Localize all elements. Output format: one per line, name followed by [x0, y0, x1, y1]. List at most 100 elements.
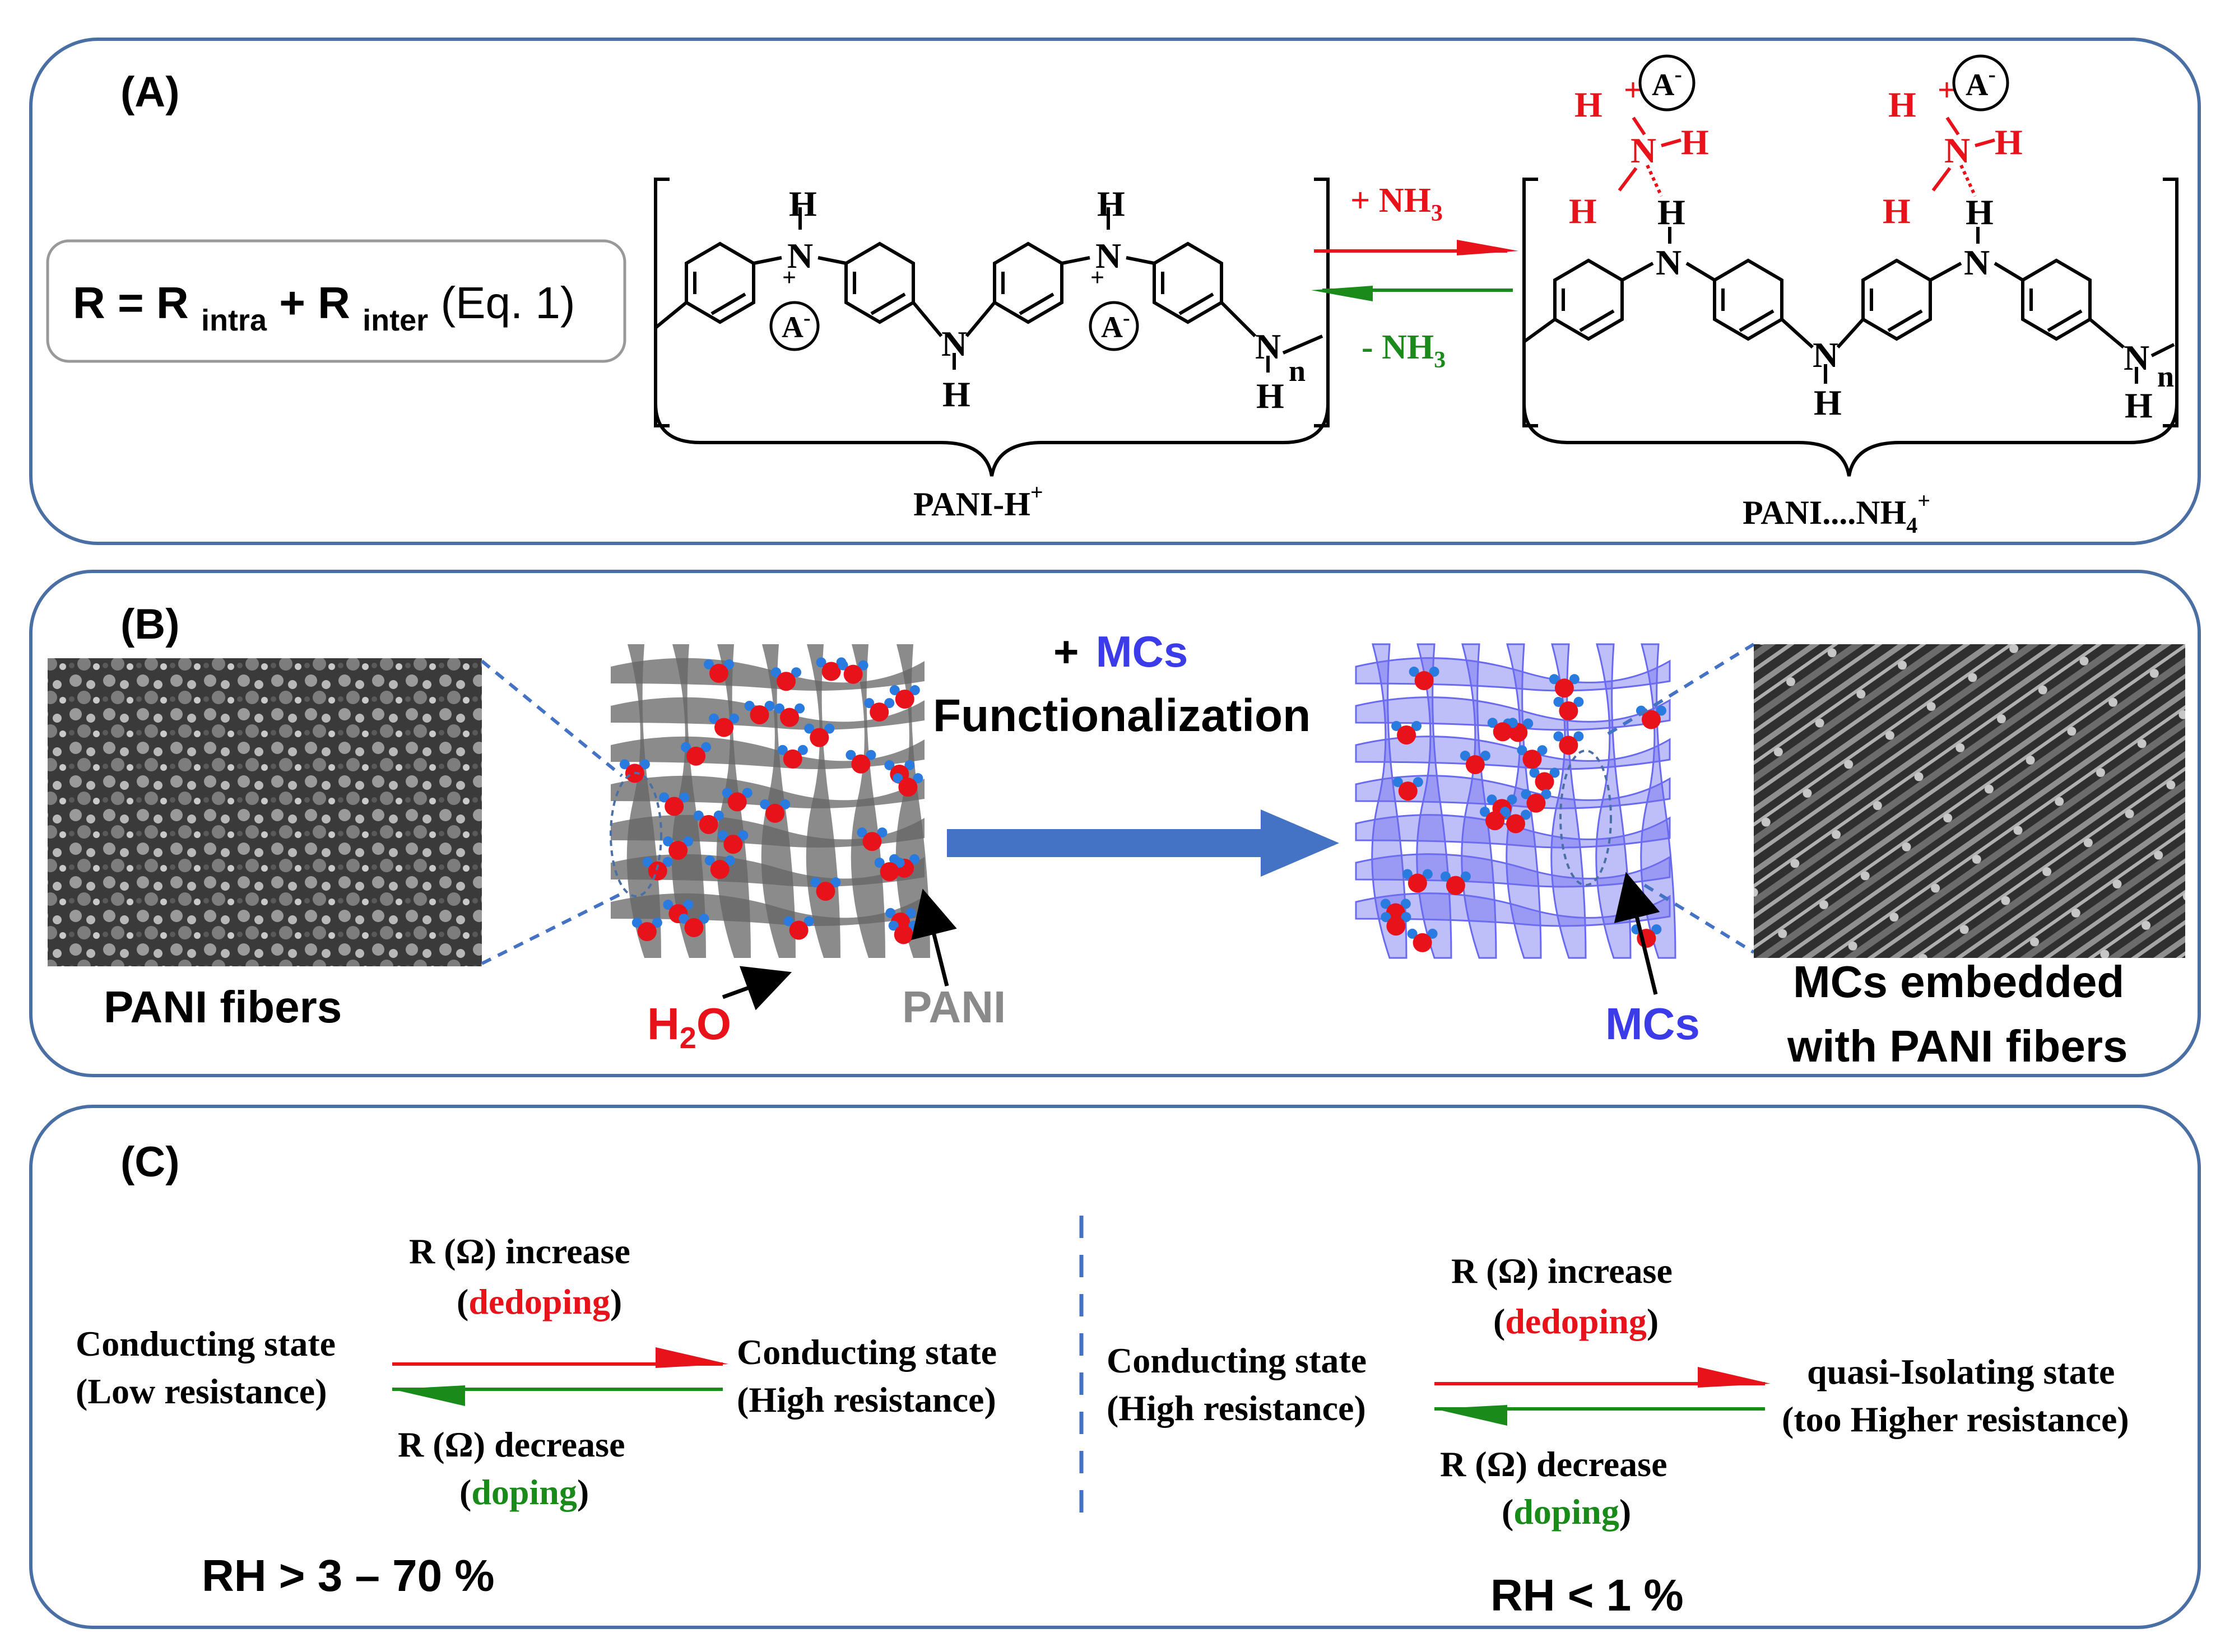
- h2o-molecule-h: [803, 916, 814, 927]
- fiber-strand: [895, 644, 930, 958]
- zoom-lines-right: [1607, 643, 1755, 954]
- left-rh: RH > 3 – 70 %: [202, 1551, 495, 1600]
- h2o-molecule-h: [681, 742, 691, 752]
- h2o-molecule-h: [639, 759, 650, 770]
- svg-text:H: H: [1574, 85, 1602, 124]
- h2o-molecule-h: [1549, 767, 1560, 778]
- h2o-molecule-h: [1392, 777, 1403, 788]
- svg-text:+: +: [1090, 264, 1104, 291]
- h2o-molecule-o: [1559, 701, 1578, 720]
- h2o-molecule-o: [816, 882, 835, 901]
- sem-left-caption: PANI fibers: [104, 982, 342, 1032]
- h2o-molecule-h: [729, 713, 740, 724]
- reaction-arrows: + NH3 - NH3: [1311, 182, 1518, 373]
- right-decrease: R (Ω) decrease: [1440, 1444, 1667, 1484]
- h2o-molecule-h: [693, 810, 704, 821]
- fiber-strand: [1355, 657, 1671, 692]
- mcs-label: MCs: [1605, 999, 1700, 1049]
- h2o-molecule-o: [1413, 933, 1432, 952]
- h2o-molecule-h: [866, 750, 876, 760]
- h2o-molecule-h: [764, 700, 775, 711]
- equilibrium-right: R (Ω) increase (dedoping) Conducting sta…: [1107, 1251, 2129, 1620]
- svg-text:H: H: [1814, 383, 1842, 422]
- svg-text:H: H: [1097, 184, 1125, 224]
- h2o-molecule-o: [727, 792, 747, 812]
- h2o-molecule-h: [631, 918, 642, 928]
- h2o-molecule-h: [888, 920, 899, 931]
- h2o-molecule-h: [1407, 928, 1418, 939]
- right-state2-line1: quasi-Isolating state: [1807, 1352, 2115, 1392]
- h2o-molecule-h: [1480, 807, 1490, 817]
- h2o-molecule-h: [1523, 718, 1534, 729]
- h2o-molecule-o: [765, 803, 785, 823]
- h2o-molecule-h: [771, 667, 782, 678]
- panel-c-label: (C): [120, 1138, 180, 1186]
- right-state1-line1: Conducting state: [1107, 1341, 1367, 1380]
- h2o-molecule-o: [789, 920, 809, 940]
- pani-nh4-atoms: H N N H H N N H n: [1656, 192, 2174, 425]
- zoom-region-left: [610, 772, 662, 897]
- h2o-molecule-h: [738, 830, 749, 841]
- fiber-strand: [851, 644, 885, 958]
- svg-text:(doping): (doping): [459, 1472, 589, 1512]
- h2o-molecule-o: [810, 728, 829, 747]
- h2o-molecule-h: [877, 827, 888, 838]
- h2o-molecule-o: [1493, 722, 1512, 742]
- h2o-molecule-o: [1446, 876, 1465, 895]
- fiber-strand: [1355, 775, 1671, 809]
- svg-text:H: H: [942, 374, 970, 414]
- svg-text:H: H: [1569, 191, 1597, 231]
- panel-a-frame: [29, 38, 2201, 545]
- svg-text:A-: A-: [782, 306, 811, 344]
- left-state1-line1: Conducting state: [76, 1324, 336, 1364]
- svg-text:H: H: [1995, 122, 2023, 162]
- h2o-molecule-h: [777, 744, 788, 755]
- h2o-molecule-h: [704, 855, 715, 866]
- h2o-molecule-o: [710, 860, 730, 879]
- h2o-molecule-h: [1480, 751, 1490, 761]
- svg-text:N: N: [1813, 335, 1838, 375]
- h2o-molecule-h: [838, 660, 848, 671]
- fiber-strand: [761, 644, 796, 958]
- mc-mesh-right: [1355, 643, 1676, 959]
- h2o-molecule-o: [750, 705, 769, 724]
- h2o-molecule-h: [724, 855, 735, 866]
- h2o-molecule-h: [1422, 869, 1433, 879]
- svg-text:N: N: [787, 236, 813, 276]
- h2o-molecule-h: [744, 700, 755, 711]
- zoom-lines-left: [481, 659, 623, 965]
- h2o-molecule-h: [1411, 720, 1422, 731]
- h2o-molecule-h: [1517, 745, 1527, 756]
- svg-text:N: N: [1255, 327, 1281, 366]
- h2o-molecule-o: [1408, 873, 1427, 893]
- forward-reagent: + NH3: [1350, 182, 1443, 226]
- left-arrows: [392, 1347, 728, 1406]
- h2o-molecule-h: [1381, 912, 1391, 923]
- h2o-molecule-h: [846, 750, 856, 760]
- pani-label: PANI: [902, 982, 1006, 1032]
- right-rh: RH < 1 %: [1490, 1570, 1684, 1620]
- h2o-molecule-h: [795, 703, 805, 714]
- h2o-molecule-h: [909, 685, 920, 696]
- h2o-molecule-h: [683, 836, 694, 846]
- h2o-molecule-o: [1526, 793, 1546, 813]
- functionalization-heading: +MCs: [1053, 627, 1188, 676]
- svg-text:n: n: [1289, 354, 1306, 388]
- h2o-molecule-h: [722, 788, 732, 798]
- h2o-molecule-o: [668, 840, 688, 860]
- h2o-molecule-h: [1507, 794, 1517, 805]
- svg-text:H: H: [1883, 191, 1911, 231]
- process-arrow: [947, 809, 1339, 877]
- h2o-molecule-h: [1413, 777, 1423, 788]
- svg-text:A-: A-: [1966, 62, 1996, 103]
- panel-c: (C) R (Ω) increase (dedoping) Conducting…: [29, 1105, 2201, 1629]
- h2o-molecule-h: [810, 877, 821, 888]
- right-state1-line2: (High resistance): [1107, 1388, 1366, 1428]
- functionalization-text: Functionalization: [933, 690, 1311, 741]
- svg-text:N: N: [2124, 338, 2149, 378]
- h2o-molecule-o: [648, 861, 667, 881]
- h2o-molecule-h: [1460, 751, 1470, 761]
- svg-text:(dedoping): (dedoping): [1493, 1301, 1659, 1341]
- right-arrows: [1434, 1367, 1771, 1426]
